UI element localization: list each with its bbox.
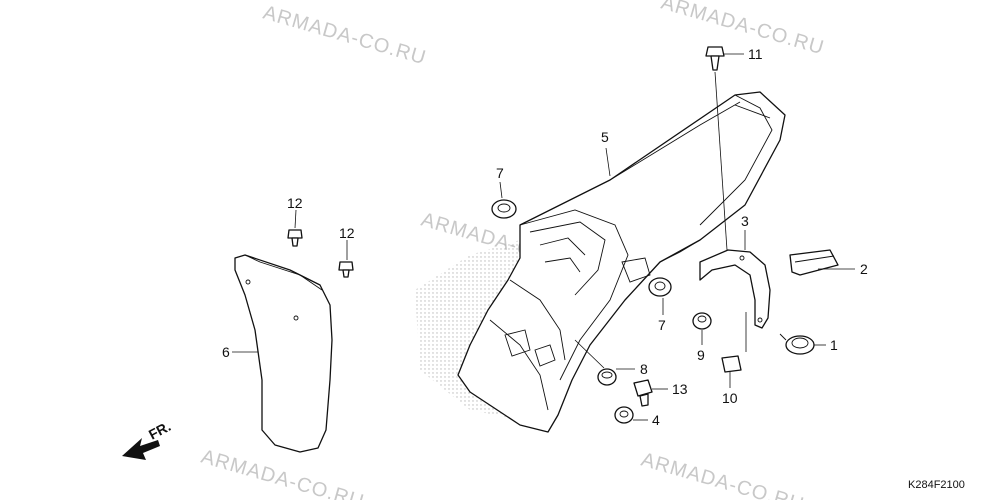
callout-5: 5 bbox=[601, 129, 609, 145]
callout-12-left: 12 bbox=[287, 195, 303, 211]
bolt bbox=[705, 46, 725, 71]
callout-7-right: 7 bbox=[658, 317, 666, 333]
side-cover bbox=[234, 254, 333, 453]
callout-3: 3 bbox=[741, 213, 749, 229]
watermark: ARMADA-CO.RU bbox=[659, 0, 827, 59]
rear-fender bbox=[457, 91, 786, 433]
watermark: ARMADA-CO.RU bbox=[261, 2, 429, 70]
callout-9: 9 bbox=[697, 347, 705, 363]
watermark: ARMADA-CO.RU bbox=[639, 449, 807, 500]
callout-11: 11 bbox=[748, 46, 763, 62]
bracket bbox=[699, 249, 771, 329]
screw bbox=[287, 229, 303, 247]
leader-lines bbox=[232, 53, 855, 421]
bolt bbox=[633, 379, 653, 407]
direction-label: FR. bbox=[146, 418, 173, 443]
diagram-code: K284F2100 bbox=[908, 479, 965, 491]
callout-7-top: 7 bbox=[496, 165, 504, 181]
callout-8: 8 bbox=[640, 361, 648, 377]
collar bbox=[721, 355, 742, 373]
front-direction-arrow: FR. bbox=[122, 418, 173, 460]
callout-4: 4 bbox=[652, 412, 660, 428]
grommet bbox=[648, 277, 672, 297]
callout-6: 6 bbox=[222, 344, 230, 360]
reflector bbox=[789, 249, 839, 276]
grommet bbox=[779, 333, 815, 355]
callout-10: 10 bbox=[722, 390, 738, 406]
callout-1: 1 bbox=[830, 337, 838, 353]
watermark: ARMADA-CO.RU bbox=[199, 446, 367, 500]
grommet bbox=[491, 199, 517, 219]
nut bbox=[614, 406, 634, 424]
callout-13: 13 bbox=[672, 381, 688, 397]
callout-2: 2 bbox=[860, 261, 868, 277]
screw bbox=[338, 261, 354, 278]
nut bbox=[692, 312, 712, 330]
callout-12-right: 12 bbox=[339, 225, 355, 241]
collar bbox=[597, 368, 617, 386]
